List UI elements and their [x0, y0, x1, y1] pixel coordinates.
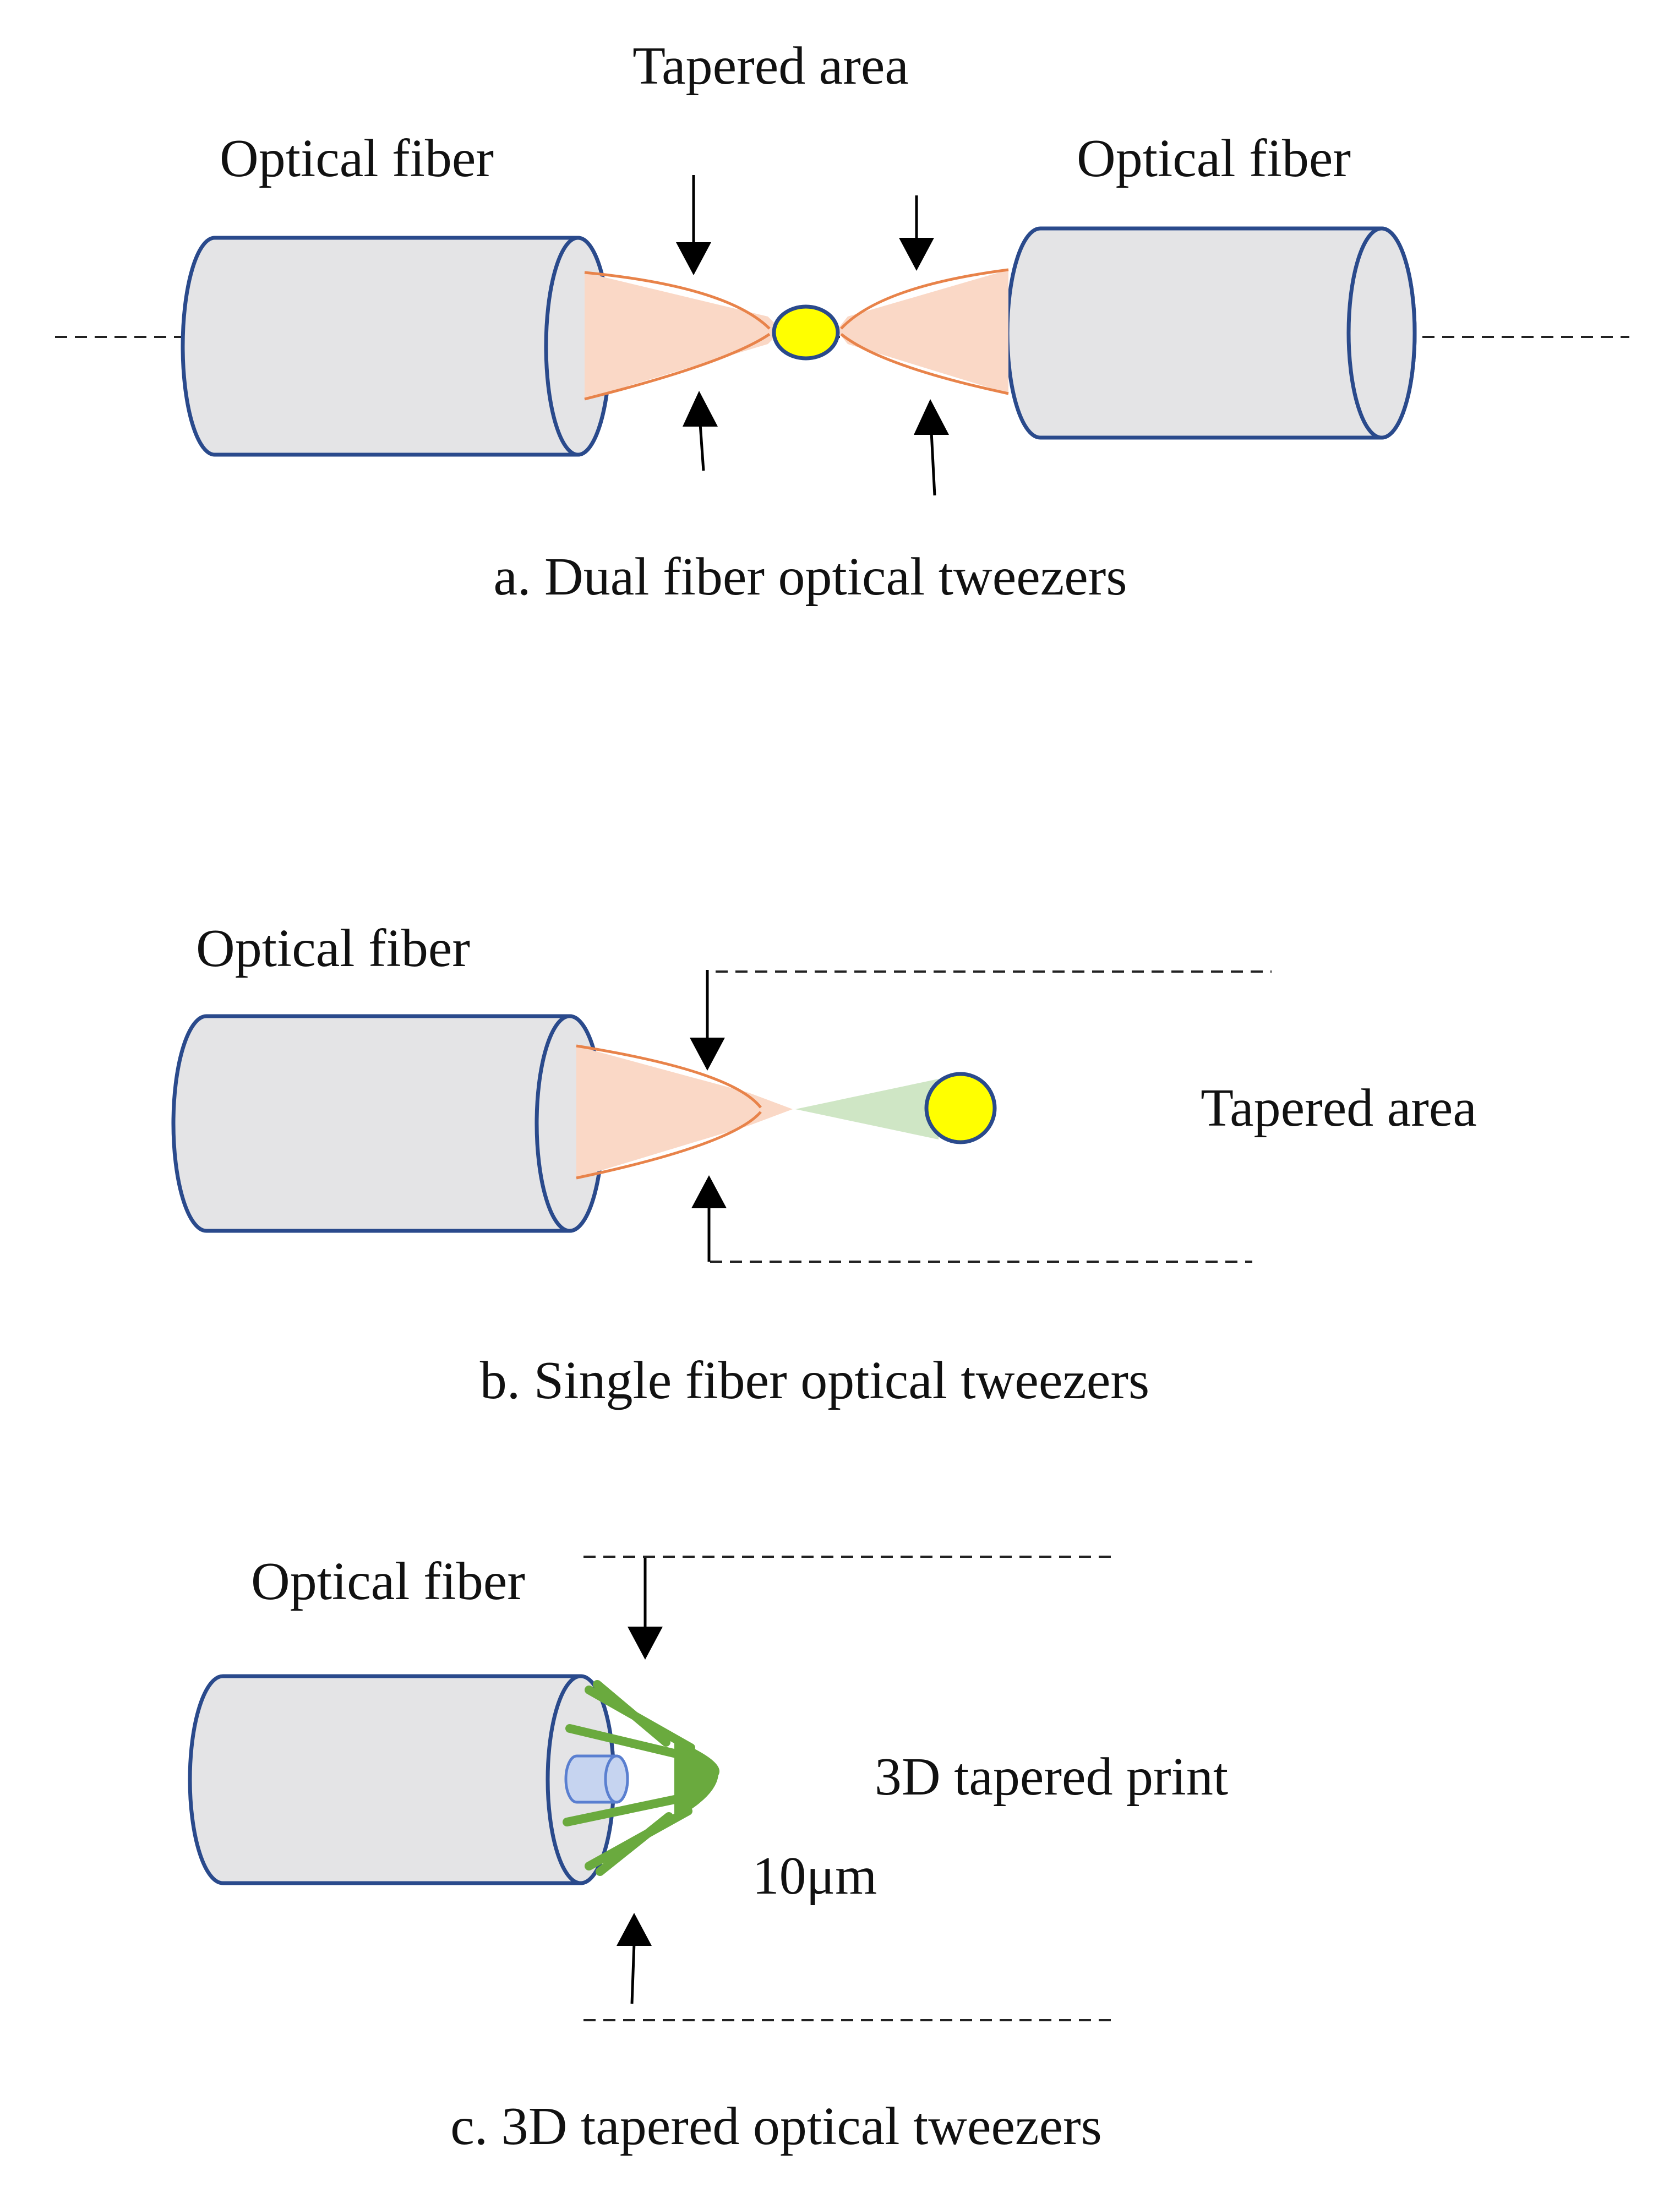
- taper-arrows: [676, 175, 949, 496]
- taper-arrows-b: [690, 970, 727, 1262]
- single-optical-fiber: [171, 1014, 605, 1233]
- left-optical-fiber: [181, 236, 612, 457]
- green-trapping-beam: [795, 1079, 939, 1139]
- caption-a: a. Dual fiber optical tweezers: [494, 547, 1127, 607]
- fiber-core: [564, 1754, 629, 1804]
- caption-b: b. Single fiber optical tweezers: [480, 1351, 1149, 1410]
- 3d-tapered-print: [563, 1680, 720, 1876]
- panel-a: Tapered area Optical fiber Optical fiber…: [55, 36, 1629, 607]
- fiber-label-b: Optical fiber: [196, 919, 470, 978]
- left-fiber-label: Optical fiber: [220, 129, 494, 188]
- right-optical-fiber: [1005, 226, 1417, 440]
- panel-c: Optical fiber 3D tapered print 10μm c. 3…: [188, 1552, 1228, 2156]
- fiber-label-c: Optical fiber: [251, 1552, 525, 1611]
- tapered-area-label: Tapered area: [632, 36, 909, 96]
- caption-c: c. 3D tapered optical tweezers: [450, 2097, 1102, 2156]
- panel-b: Optical fiber Tapered area b. Single fib…: [171, 919, 1477, 1410]
- left-tapered-beam: [584, 271, 782, 401]
- right-fiber-label: Optical fiber: [1077, 129, 1351, 188]
- right-tapered-beam: [837, 268, 1009, 395]
- tapered-area-label-b: Tapered area: [1201, 1078, 1477, 1138]
- print-label: 3D tapered print: [875, 1747, 1228, 1807]
- scale-label: 10μm: [752, 1846, 877, 1906]
- optical-fiber-c: [188, 1674, 616, 1885]
- trapped-particle-b: [924, 1072, 997, 1144]
- trapped-particle: [772, 304, 840, 361]
- taper-arrows-c: [617, 1558, 663, 2004]
- single-tapered-beam: [576, 1044, 793, 1180]
